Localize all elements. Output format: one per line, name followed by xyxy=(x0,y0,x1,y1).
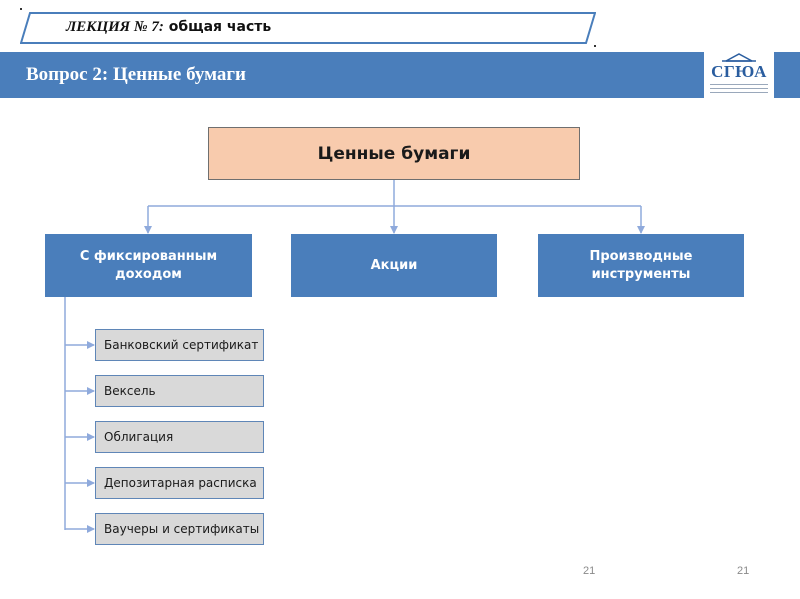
node-derivatives: Производные инструменты xyxy=(538,234,744,297)
logo-caption-line-3 xyxy=(710,92,768,93)
node-shares-label: Акции xyxy=(370,257,418,273)
university-logo: СГЮА xyxy=(704,50,774,98)
lecture-banner-frame xyxy=(20,12,596,44)
lecture-banner: ЛЕКЦИЯ № 7: общая часть xyxy=(20,12,596,44)
leaf-bill-of-exchange: Вексель xyxy=(95,375,264,407)
decor-dot-top xyxy=(20,8,22,10)
logo-building-icon xyxy=(722,53,756,62)
lecture-heading: ЛЕКЦИЯ № 7: общая часть xyxy=(66,18,271,36)
node-fixed-income: С фиксированным доходом xyxy=(45,234,252,297)
node-fixed-income-line-2: доходом xyxy=(115,266,182,282)
page-number-right: 21 xyxy=(737,565,750,577)
logo-caption-line-1 xyxy=(710,84,768,85)
page-number-left: 21 xyxy=(583,565,596,577)
leaf-depositary-receipt: Депозитарная расписка xyxy=(95,467,264,499)
leaf-vouchers-certificates: Ваучеры и сертификаты xyxy=(95,513,264,545)
leaf-bank-certificate: Банковский сертификат xyxy=(95,329,264,361)
slide-title: Вопрос 2: Ценные бумаги xyxy=(26,64,246,85)
lecture-topic: общая часть xyxy=(163,19,272,35)
logo-caption-line-2 xyxy=(710,88,768,89)
leaf-bond: Облигация xyxy=(95,421,264,453)
node-shares: Акции xyxy=(291,234,497,297)
lecture-number: ЛЕКЦИЯ № 7: xyxy=(66,19,164,35)
slide-title-bar: Вопрос 2: Ценные бумаги xyxy=(0,52,800,98)
logo-text: СГЮА xyxy=(711,62,767,81)
node-securities: Ценные бумаги xyxy=(208,127,580,180)
node-fixed-income-line-1: С фиксированным xyxy=(79,248,218,264)
node-derivatives-line-2: инструменты xyxy=(591,266,691,282)
node-derivatives-line-1: Производные xyxy=(589,248,693,264)
decor-dot-bottom xyxy=(594,45,596,47)
